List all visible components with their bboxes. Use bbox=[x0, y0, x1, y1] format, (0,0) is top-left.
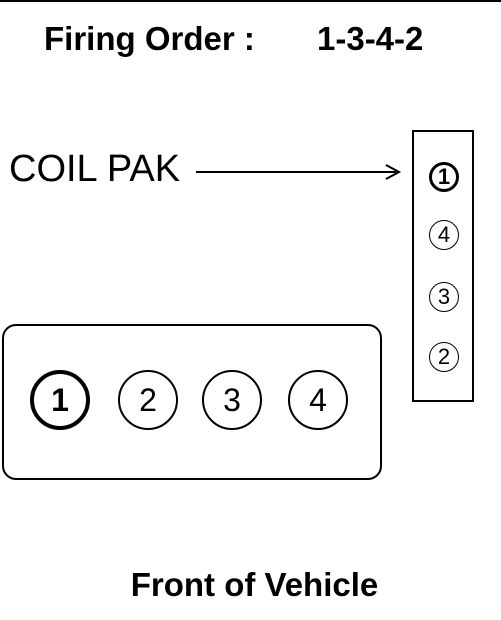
firing-order-label: Firing Order : bbox=[44, 20, 255, 57]
cylinder: 4 bbox=[288, 370, 348, 430]
coil-slot: 1 bbox=[429, 162, 459, 192]
cylinder: 1 bbox=[30, 370, 90, 430]
coil-slot: 2 bbox=[429, 342, 459, 372]
firing-order-heading: Firing Order : 1-3-4-2 bbox=[0, 18, 501, 62]
cylinder: 2 bbox=[118, 370, 178, 430]
front-of-vehicle-label: Front of Vehicle bbox=[130, 566, 379, 603]
cylinder: 3 bbox=[202, 370, 262, 430]
coil-slot: 4 bbox=[429, 220, 459, 250]
top-rule bbox=[0, 0, 501, 2]
coil-pak-arrow bbox=[196, 164, 402, 180]
coil-pak-label: COIL PAK bbox=[9, 148, 181, 190]
coil-pack: 1 4 3 2 bbox=[412, 130, 474, 402]
engine-block: 1 2 3 4 bbox=[2, 324, 382, 480]
coil-slot: 3 bbox=[429, 282, 459, 312]
firing-order-value: 1-3-4-2 bbox=[317, 20, 424, 57]
